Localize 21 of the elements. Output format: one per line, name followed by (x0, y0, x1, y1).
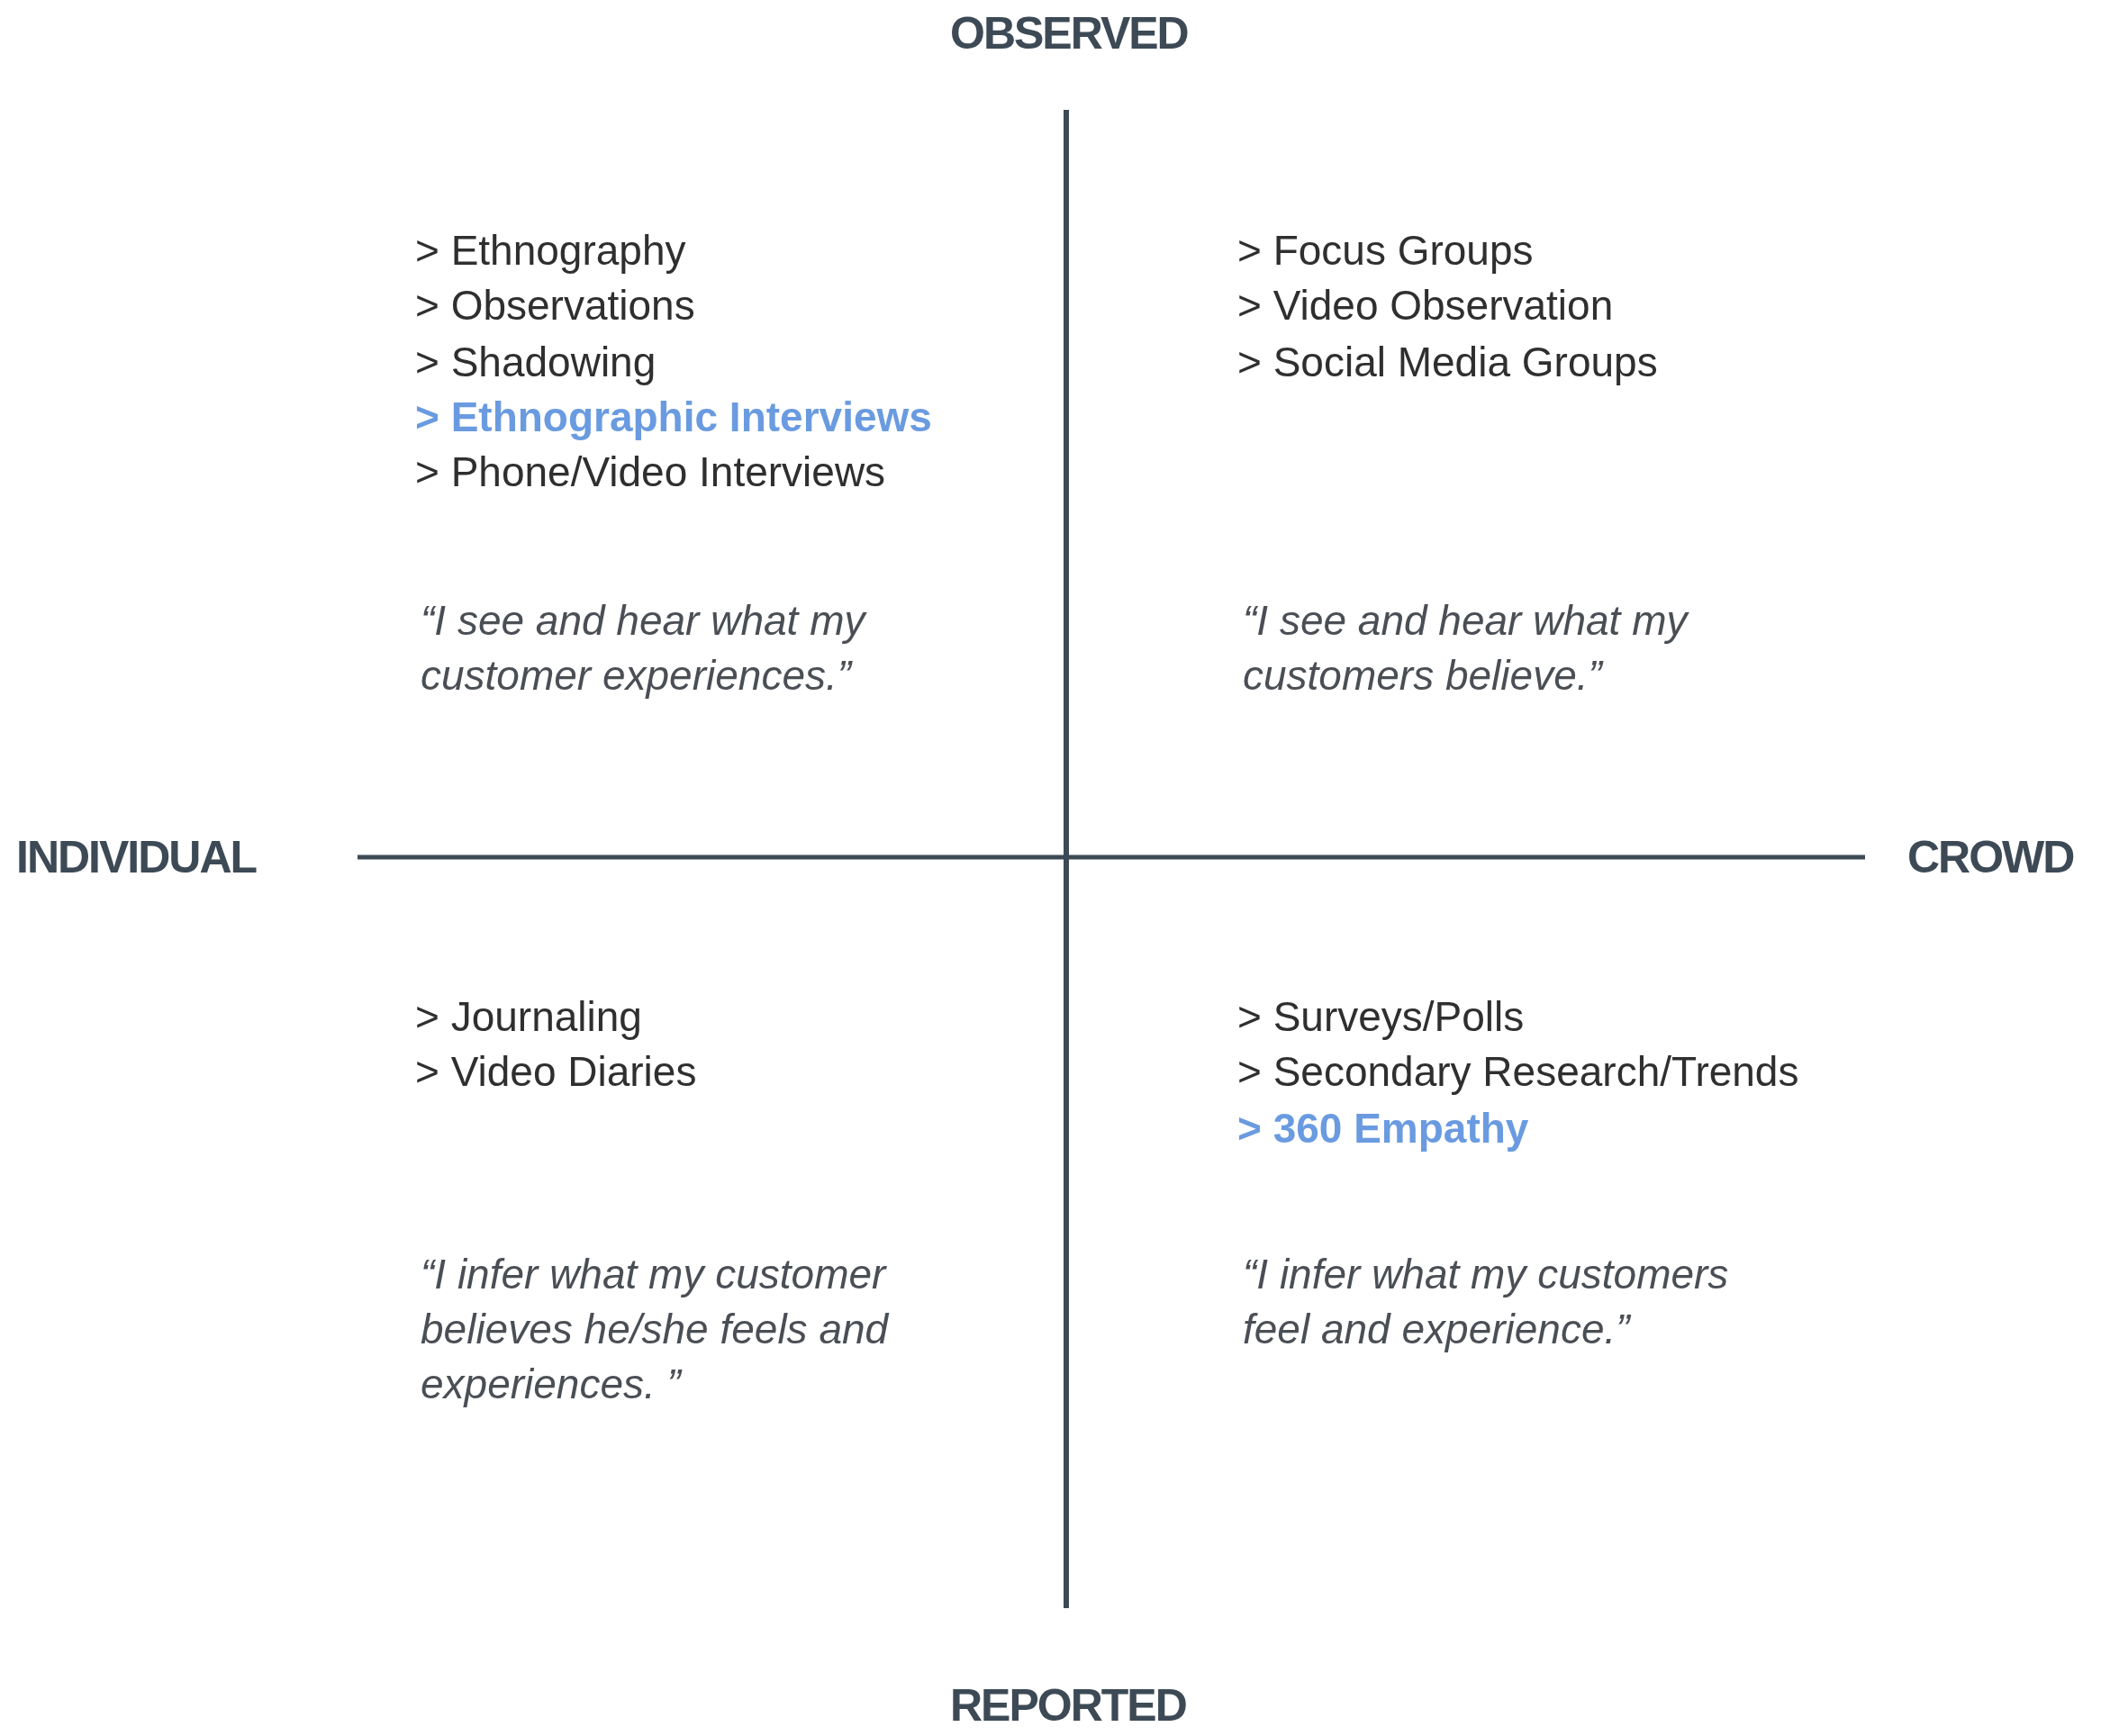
method-item: > Secondary Research/Trends (1237, 1047, 1799, 1097)
highlighted-method-item: > 360 Empathy (1237, 1104, 1529, 1153)
method-item: > Focus Groups (1237, 226, 1534, 276)
axis-label: CROWD (1907, 831, 2074, 884)
quote-text: “I infer what my customers feel and experience.” (1243, 1250, 1730, 1354)
method-item: > Ethnography (415, 226, 686, 276)
method-item: > Video Diaries (415, 1047, 697, 1097)
method-item: > Shadowing (415, 338, 657, 387)
quote-text: “I see and hear what my customers believe.” (1243, 596, 1690, 701)
method-item: > Social Media Groups (1237, 338, 1658, 387)
axis-label: OBSERVED (950, 7, 1188, 60)
method-item: > Surveys/Polls (1237, 992, 1525, 1042)
quote-text: “I infer what my customer believes he/she feels and experiences. ” (421, 1250, 891, 1409)
axis-label: INDIVIDUAL (16, 831, 257, 884)
method-item: > Phone/Video Interviews (415, 448, 886, 497)
highlighted-method-item: > Ethnographic Interviews (415, 393, 932, 442)
method-item: > Observations (415, 281, 695, 330)
axis-label: REPORTED (950, 1679, 1186, 1732)
method-item: > Journaling (415, 992, 642, 1042)
method-item: > Video Observation (1237, 281, 1614, 330)
quote-text: “I see and hear what my customer experiences.” (421, 596, 868, 701)
